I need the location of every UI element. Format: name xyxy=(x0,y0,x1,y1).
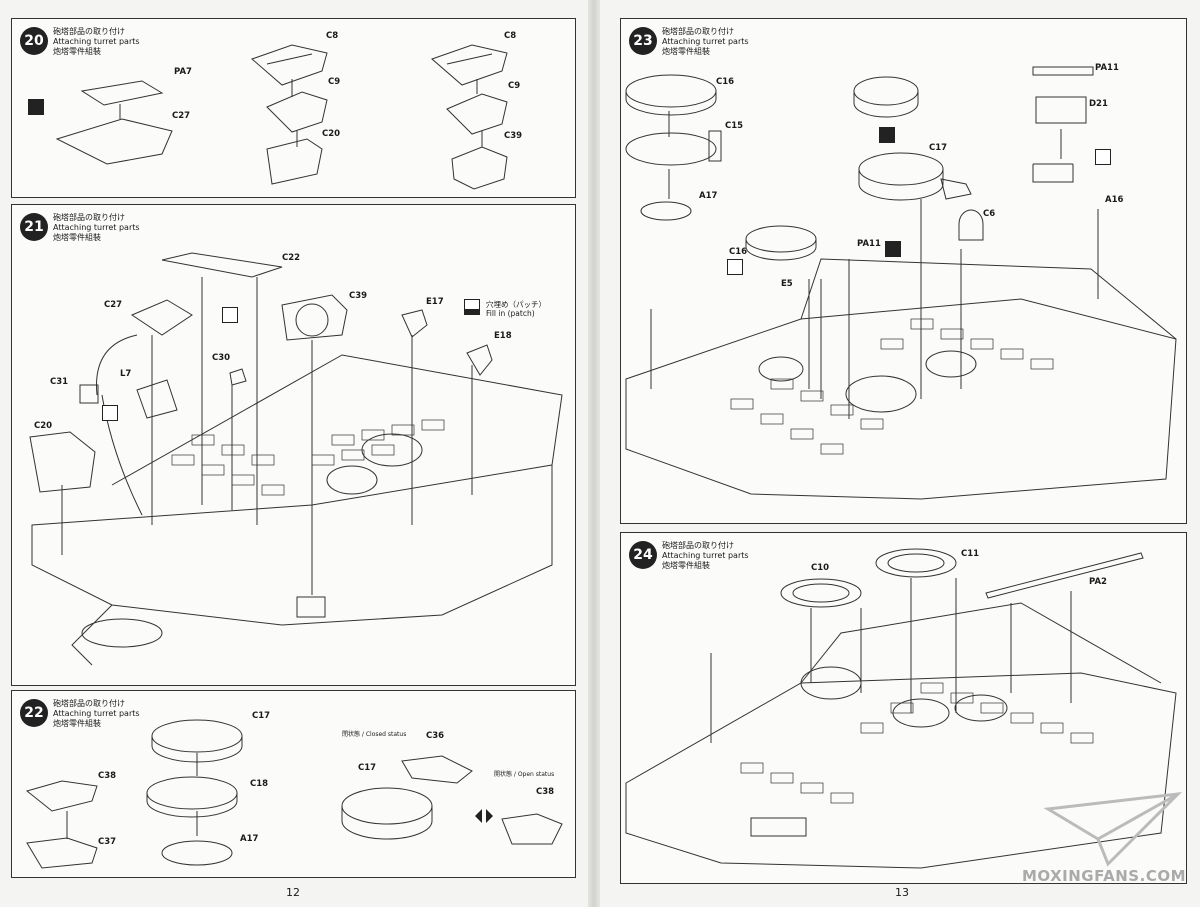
step-23-title-jp: 砲塔部品の取り付け xyxy=(662,27,734,36)
part-label: C30 xyxy=(212,353,231,363)
part-label: C6 xyxy=(983,209,996,219)
step-24-title-en: Attaching turret parts xyxy=(662,551,749,560)
part-label: PA11 xyxy=(1095,63,1119,73)
watermark-text: MOXINGFANS.COM xyxy=(1021,867,1186,885)
step-20-title-jp: 砲塔部品の取り付け xyxy=(53,27,125,36)
part-label: E18 xyxy=(494,331,512,341)
part-label: C22 xyxy=(282,253,301,263)
part-label: E5 xyxy=(781,279,793,289)
step-24-number: 24 xyxy=(629,541,657,569)
patch-note-jp: 穴埋め（パッチ） xyxy=(486,300,546,309)
watermark-plane-icon xyxy=(1043,792,1183,867)
part-label: C37 xyxy=(98,837,117,847)
page-right: 23 砲塔部品の取り付け Attaching turret parts 炮塔零件… xyxy=(600,0,1200,907)
cut-off-icon xyxy=(727,259,743,275)
step-21-number: 21 xyxy=(20,213,48,241)
step-23-header: 23 砲塔部品の取り付け Attaching turret parts 炮塔零件… xyxy=(629,27,749,57)
step-22-panel: 22 砲塔部品の取り付け Attaching turret parts 炮塔零件… xyxy=(11,690,576,878)
step-24-panel: 24 砲塔部品の取り付け Attaching turret parts 炮塔零件… xyxy=(620,532,1187,884)
part-label: C10 xyxy=(811,563,830,573)
part-label: C9 xyxy=(508,81,521,91)
part-label: C36 xyxy=(426,731,445,741)
cement-icon xyxy=(885,241,901,257)
part-label: PA11 xyxy=(857,239,881,249)
part-label: C39 xyxy=(349,291,368,301)
step-20-panel: 20 砲塔部品の取り付け Attaching turret parts 炮塔零件… xyxy=(11,18,576,198)
step-20-title-cn: 炮塔零件組裝 xyxy=(53,47,101,56)
step-24-header: 24 砲塔部品の取り付け Attaching turret parts 炮塔零件… xyxy=(629,541,749,571)
part-label: C17 xyxy=(929,143,948,153)
part-label: A17 xyxy=(699,191,718,201)
option-swap-icon xyxy=(1095,149,1111,165)
step-24-title-cn: 炮塔零件組裝 xyxy=(662,561,710,570)
step-22-header: 22 砲塔部品の取り付け Attaching turret parts 炮塔零件… xyxy=(20,699,140,729)
part-label: C16 xyxy=(716,77,735,87)
part-label: D21 xyxy=(1089,99,1108,109)
part-label: C27 xyxy=(172,111,191,121)
page-number-right: 13 xyxy=(895,886,909,899)
step-24-drawing xyxy=(625,548,1177,869)
step-23-drawing xyxy=(625,66,1177,500)
step-23-number: 23 xyxy=(629,27,657,55)
part-label: L7 xyxy=(120,369,132,379)
book-gutter xyxy=(588,0,600,907)
part-label: E17 xyxy=(426,297,444,307)
step-21-title-en: Attaching turret parts xyxy=(53,223,140,232)
part-label: C9 xyxy=(328,77,341,87)
step-21-title-cn: 炮塔零件組裝 xyxy=(53,233,101,242)
part-label: C8 xyxy=(504,31,517,41)
step-23-panel: 23 砲塔部品の取り付け Attaching turret parts 炮塔零件… xyxy=(620,18,1187,524)
part-label: C20 xyxy=(322,129,341,139)
part-label: PA7 xyxy=(174,67,192,77)
part-label: C8 xyxy=(326,31,339,41)
closed-status-note: 閉状態 / Closed status xyxy=(342,731,407,738)
step-23-title-en: Attaching turret parts xyxy=(662,37,749,46)
part-label: PA2 xyxy=(1089,577,1107,587)
step-21-title-jp: 砲塔部品の取り付け xyxy=(53,213,125,222)
part-label: C27 xyxy=(104,300,123,310)
part-label: C11 xyxy=(961,549,980,559)
part-label: C39 xyxy=(504,131,523,141)
part-label: A16 xyxy=(1105,195,1124,205)
step-20-drawing xyxy=(55,44,508,190)
step-21-drawing xyxy=(29,252,563,666)
part-label: C38 xyxy=(98,771,117,781)
cut-off-icon xyxy=(102,405,118,421)
part-label: C17 xyxy=(358,763,377,773)
step-20-title-en: Attaching turret parts xyxy=(53,37,140,46)
step-22-title-cn: 炮塔零件組裝 xyxy=(53,719,101,728)
part-label: C17 xyxy=(252,711,271,721)
step-22-title-jp: 砲塔部品の取り付け xyxy=(53,699,125,708)
step-20-number: 20 xyxy=(20,27,48,55)
patch-note-en: Fill in (patch) xyxy=(486,309,535,318)
fill-patch-icon xyxy=(464,299,480,315)
step-22-drawing xyxy=(25,719,563,869)
step-20-header: 20 砲塔部品の取り付け Attaching turret parts 炮塔零件… xyxy=(20,27,140,57)
part-label: C16 xyxy=(729,247,748,257)
part-label: A17 xyxy=(240,834,259,844)
part-label: C38 xyxy=(536,787,555,797)
step-23-title-cn: 炮塔零件組裝 xyxy=(662,47,710,56)
part-label: C18 xyxy=(250,779,269,789)
part-label: C20 xyxy=(34,421,53,431)
step-22-title-en: Attaching turret parts xyxy=(53,709,140,718)
part-label: C15 xyxy=(725,121,744,131)
page-number-left: 12 xyxy=(286,886,300,899)
step-22-number: 22 xyxy=(20,699,48,727)
part-label: C31 xyxy=(50,377,69,387)
page-left: 20 砲塔部品の取り付け Attaching turret parts 炮塔零件… xyxy=(0,0,590,907)
step-21-header: 21 砲塔部品の取り付け Attaching turret parts 炮塔零件… xyxy=(20,213,140,243)
step-21-panel: 21 砲塔部品の取り付け Attaching turret parts 炮塔零件… xyxy=(11,204,576,686)
cement-icon xyxy=(28,99,44,115)
open-status-note: 開状態 / Open status xyxy=(494,771,555,778)
cut-off-icon xyxy=(222,307,238,323)
step-24-title-jp: 砲塔部品の取り付け xyxy=(662,541,734,550)
option-swap-icon xyxy=(879,127,895,143)
